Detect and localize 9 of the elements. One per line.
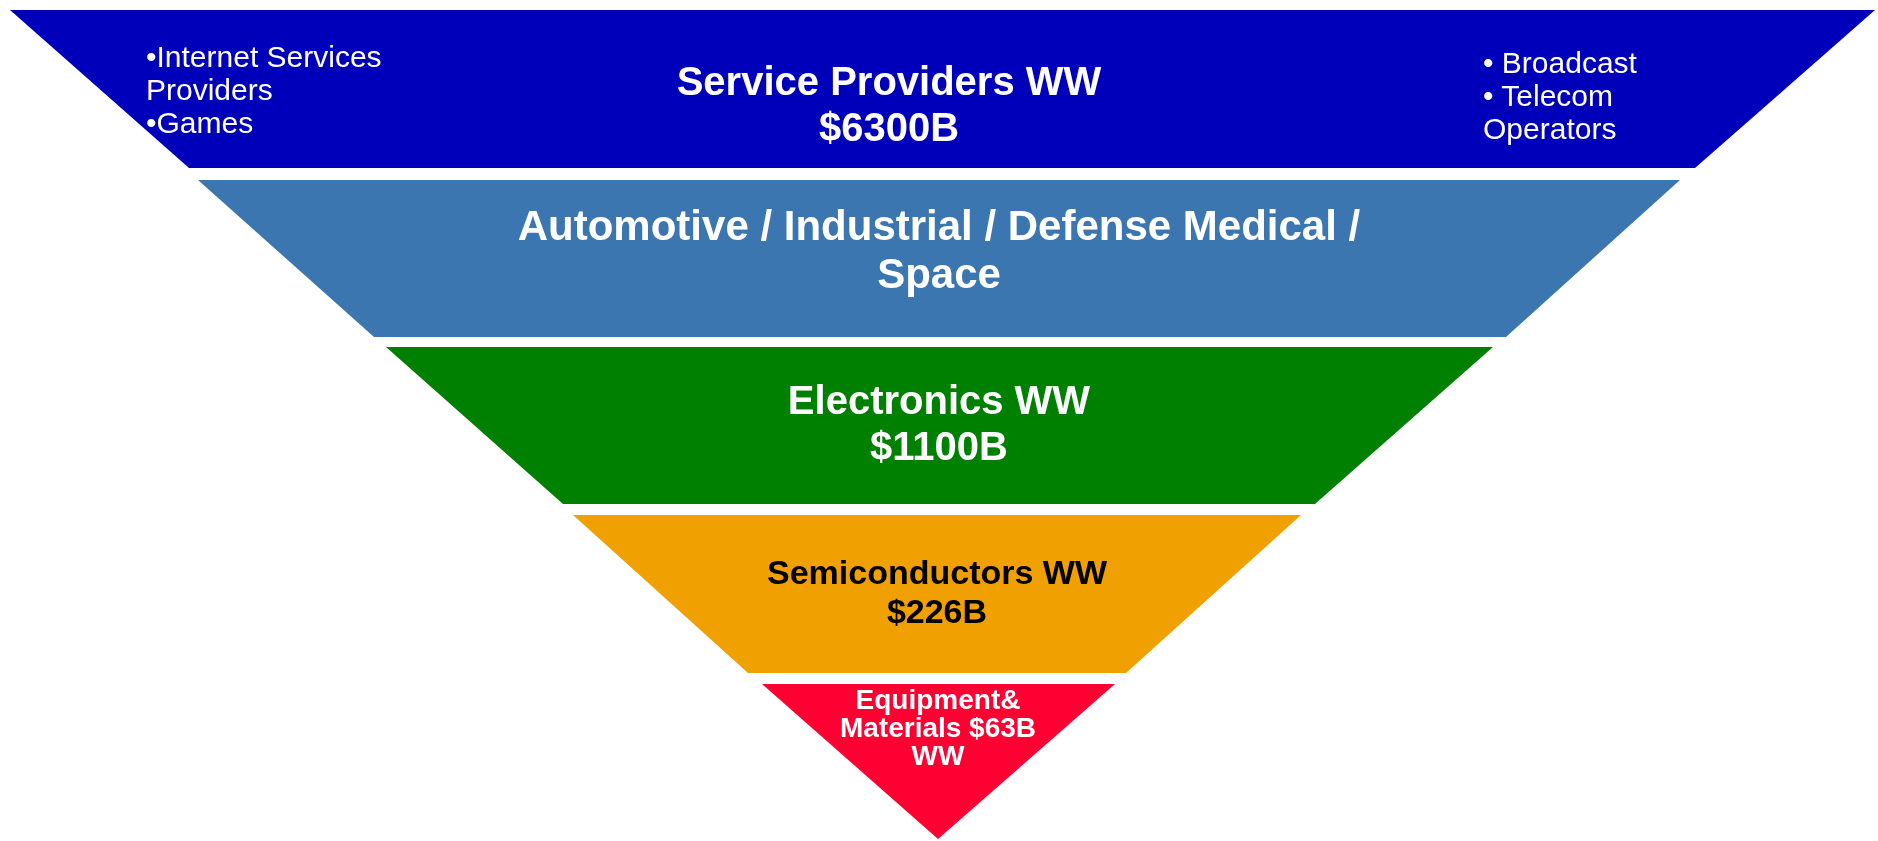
tier-heading: Equipment& Materials $63B WW (838, 686, 1038, 770)
bullet-item: • Broadcast (1483, 46, 1638, 79)
tier-heading: Semiconductors WW $226B (766, 553, 1108, 632)
bullet-item: • Telecom Operators (1483, 79, 1618, 145)
tier-heading: Automotive / Industrial / Defense Medical / Space (516, 202, 1362, 299)
tier-heading: Electronics WW $1100B (786, 377, 1092, 469)
tier-heading: Service Providers WW $6300B (675, 58, 1103, 150)
bullet-item: •Internet Services Providers (146, 40, 383, 106)
bullet-item: •Games (146, 106, 255, 139)
